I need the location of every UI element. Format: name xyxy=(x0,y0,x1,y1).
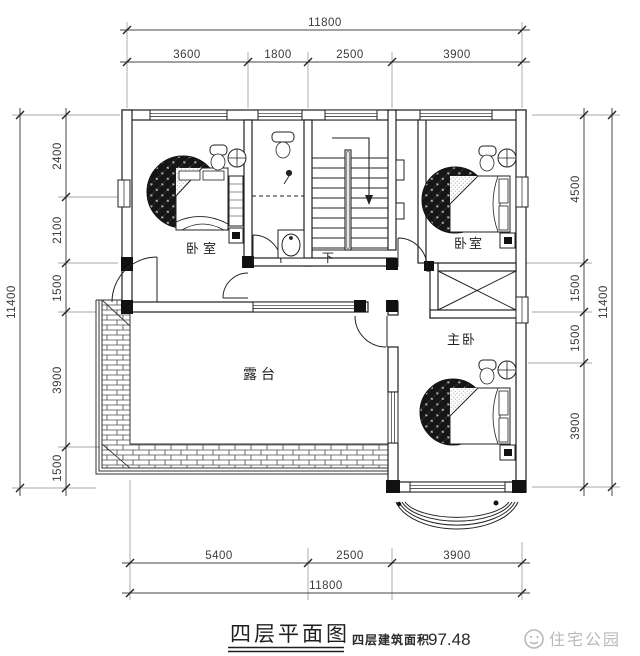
washbasin xyxy=(277,229,305,259)
pillow xyxy=(498,417,509,443)
bedroom-right-furniture xyxy=(421,145,517,249)
dim-left-seg-1: 2400 xyxy=(52,142,64,170)
stairs-down-label: 下 xyxy=(322,251,334,265)
bedroom-left-furniture xyxy=(146,144,247,244)
dim-bottom-seg-3: 3900 xyxy=(443,550,471,562)
shower-head xyxy=(285,169,293,177)
pillow xyxy=(178,170,201,181)
dim-bottom-seg-2: 2500 xyxy=(336,550,364,562)
window-west-bedroom xyxy=(117,179,131,208)
area-value: 97.48 xyxy=(428,630,471,649)
pillow xyxy=(498,205,509,231)
dim-bottom-seg-1: 5400 xyxy=(205,550,233,562)
window-wing-south xyxy=(409,481,506,493)
dim-left-overall: 11400 xyxy=(6,285,18,319)
window-south-hall xyxy=(252,301,359,313)
door-bedroom-left-hall xyxy=(222,272,249,299)
watermark-logo-icon xyxy=(524,629,544,649)
door-bedroom-right xyxy=(397,237,428,268)
dim-left-seg-3: 1500 xyxy=(52,274,64,302)
pillow xyxy=(498,390,509,416)
dimension-left: 11400 2400 2100 1500 3900 1500 xyxy=(6,108,71,496)
ceiling-fan-symbol xyxy=(227,148,247,168)
area-label: 四层建筑面积 xyxy=(352,632,430,647)
dim-left-seg-4: 3900 xyxy=(52,366,64,394)
wall-piers xyxy=(121,256,526,493)
title-underline xyxy=(228,646,344,653)
window-top-3 xyxy=(324,109,378,121)
dim-right-seg-4: 3900 xyxy=(570,412,582,440)
window-wing-west xyxy=(387,391,399,444)
dim-top-seg-4: 3900 xyxy=(443,49,471,61)
dim-top-seg-2: 1800 xyxy=(264,49,292,61)
bedside-lamp xyxy=(499,444,516,461)
bedside-lamp xyxy=(499,232,516,249)
dim-top-seg-3: 2500 xyxy=(336,49,364,61)
shower-arm xyxy=(283,175,290,185)
stair-arrow-down xyxy=(365,195,373,205)
watermark: 住宅公园 xyxy=(524,629,621,649)
stair-direction-line xyxy=(332,137,370,196)
window-top-2 xyxy=(257,109,303,121)
window-east-bedroom xyxy=(515,176,529,208)
doors xyxy=(111,234,428,348)
balcony-arcs xyxy=(395,500,519,530)
master-bedroom-label: 主卧 xyxy=(447,332,477,347)
shaft-box xyxy=(437,270,517,311)
master-bedroom-furniture xyxy=(419,359,517,461)
dim-top-seg-1: 3600 xyxy=(173,49,201,61)
dim-right-seg-2: 1500 xyxy=(570,274,582,302)
ceiling-fan-symbol xyxy=(497,360,517,380)
dimension-top: 11800 3600 1800 2500 3900 xyxy=(120,17,530,67)
dim-right-seg-1: 4500 xyxy=(570,175,582,203)
toilet-bowl xyxy=(275,141,291,159)
watermark-text: 住宅公园 xyxy=(549,631,621,649)
window-shaft-strip xyxy=(395,159,405,220)
dim-right-seg-3: 1500 xyxy=(570,324,582,352)
window-top-1 xyxy=(149,109,228,121)
pillow xyxy=(202,170,225,181)
title-block: 四层平面图 四层建筑面积 97.48 xyxy=(228,623,471,653)
nightstand xyxy=(209,144,228,171)
dimension-bottom: 5400 2500 3900 11800 xyxy=(122,550,530,598)
toilet-tank xyxy=(271,131,295,143)
window-east-shaft xyxy=(515,296,529,324)
dim-left-seg-5: 1500 xyxy=(52,454,64,482)
bedroom-left-label: 卧室 xyxy=(186,241,220,256)
terrace-parapet xyxy=(95,299,391,475)
dimension-right: 4500 1500 1500 3900 11400 xyxy=(570,108,617,496)
staircase xyxy=(312,137,388,251)
pillow xyxy=(498,178,509,204)
dim-bottom-overall: 11800 xyxy=(309,580,343,592)
door-master-bedroom xyxy=(354,315,388,348)
dresser xyxy=(228,175,244,227)
dim-left-seg-2: 2100 xyxy=(52,216,64,244)
door-bathroom xyxy=(252,234,282,264)
plan-title: 四层平面图 xyxy=(230,623,350,646)
window-top-4 xyxy=(419,109,493,121)
bedroom-right-label: 卧室 xyxy=(454,236,484,251)
dim-top-overall: 11800 xyxy=(308,17,342,29)
dim-right-overall: 11400 xyxy=(598,285,610,319)
door-bedroom-left-terrace xyxy=(111,256,158,303)
bedside-lamp xyxy=(228,227,244,244)
nightstand xyxy=(478,145,497,172)
bathroom-fixtures xyxy=(252,131,305,259)
ceiling-fan-symbol xyxy=(497,148,517,168)
nightstand xyxy=(478,359,497,385)
windows xyxy=(117,109,529,493)
terrace-label: 露台 xyxy=(243,366,279,382)
